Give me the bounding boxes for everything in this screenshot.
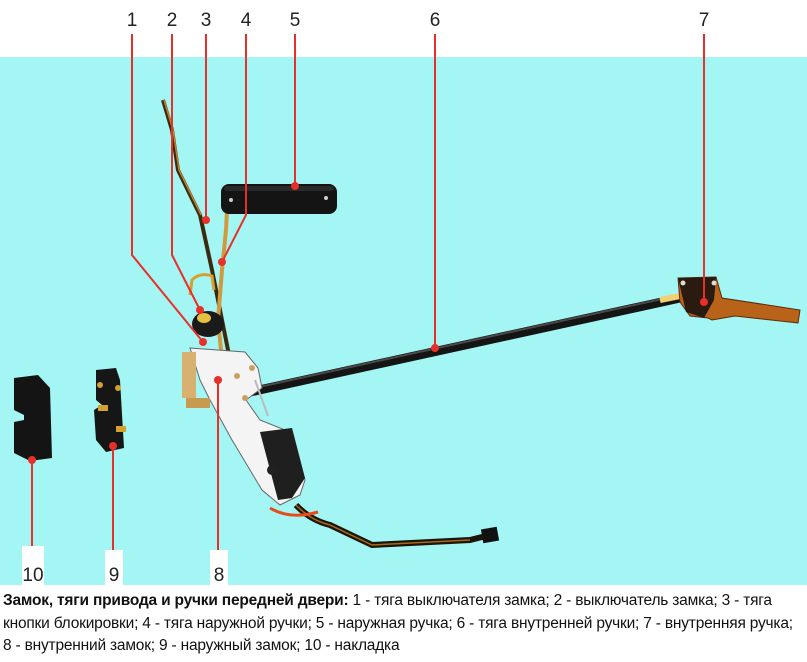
- label-box-8: [210, 550, 228, 586]
- inner-lock: [182, 347, 306, 506]
- diagram-photo-background: [0, 57, 807, 585]
- callout-number-6: 6: [429, 10, 441, 31]
- label-box-9: [105, 550, 123, 586]
- caption-body: 1 - тяга выключателя замка; 2 - выключат…: [3, 592, 793, 654]
- callout-number-1: 1: [126, 10, 138, 31]
- lock-cable: [269, 502, 500, 549]
- label-box-10: [22, 546, 44, 586]
- leader-lines: [28, 34, 708, 565]
- trim-plate: [14, 375, 52, 461]
- callout-number-7: 7: [698, 10, 710, 31]
- caption-title: Замок, тяги привода и ручки передней две…: [3, 592, 349, 609]
- inner-handle: [677, 276, 801, 324]
- outer-lock: [94, 368, 126, 452]
- callout-number-5: 5: [289, 10, 301, 31]
- lock-switch: [188, 273, 224, 337]
- callout-number-9: 9: [108, 565, 120, 586]
- callout-number-4: 4: [240, 10, 252, 31]
- callout-number-10: 10: [22, 565, 44, 586]
- callout-number-3: 3: [200, 10, 212, 31]
- callout-number-2: 2: [166, 10, 178, 31]
- figure-caption: Замок, тяги привода и ручки передней две…: [3, 590, 803, 658]
- callout-number-8: 8: [213, 565, 225, 586]
- outside-handle: [221, 184, 337, 214]
- inner-handle-rod: [245, 292, 686, 397]
